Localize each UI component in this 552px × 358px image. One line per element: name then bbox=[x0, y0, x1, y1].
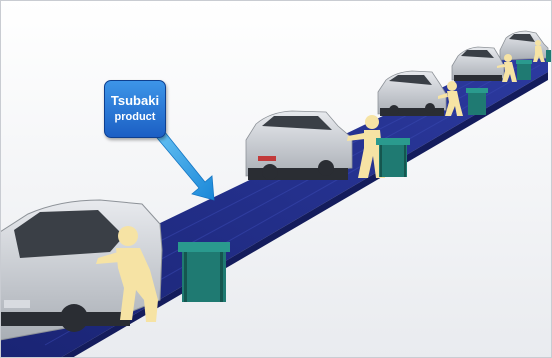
station-3 bbox=[466, 88, 488, 115]
station-4 bbox=[516, 60, 532, 80]
callout-line-2: product bbox=[105, 109, 165, 125]
callout-line-1: Tsubaki bbox=[105, 93, 165, 109]
station-2 bbox=[376, 138, 410, 177]
station-1 bbox=[178, 242, 230, 302]
tsubaki-product-callout: Tsubaki product bbox=[104, 80, 166, 138]
